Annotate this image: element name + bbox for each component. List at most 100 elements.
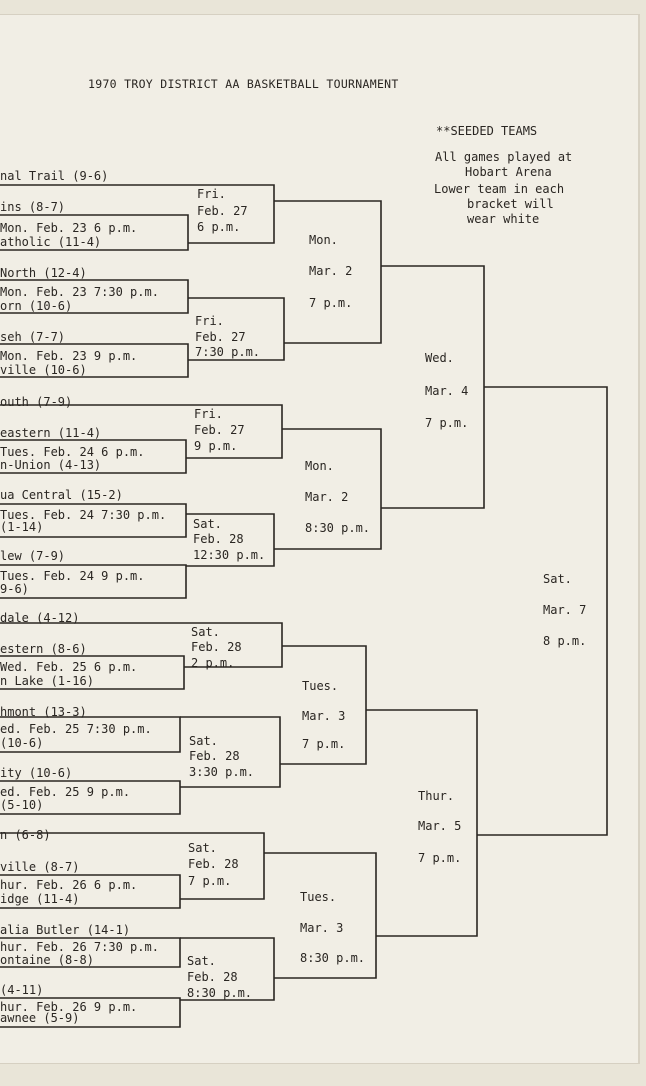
team-label: (1-14) (0, 520, 44, 534)
r3-game-date: Mar. 2 (305, 490, 349, 504)
r2-game-day: Sat. (188, 841, 217, 855)
r3-game-time: 8:30 p.m. (305, 521, 371, 535)
r2-game-date: Feb. 28 (187, 970, 238, 984)
r2-game-time: 7 p.m. (188, 874, 232, 888)
team-label: orn (10-6) (0, 299, 73, 313)
r2-box-2 (188, 297, 285, 361)
r1-box-5 (0, 503, 187, 538)
r3-box-1 (274, 200, 382, 344)
r1-game-time: Tues. Feb. 24 9 p.m. (0, 569, 145, 583)
team-label: ua Central (15-2) (0, 488, 123, 502)
r1-game-time: Mon. Feb. 23 9 p.m. (0, 349, 138, 363)
r2-box-4 (186, 513, 275, 567)
team-label: atholic (11-4) (0, 235, 102, 249)
r2-game-date: Feb. 28 (191, 640, 242, 654)
r2-game-time: 2 p.m. (191, 656, 235, 670)
r3-box-3 (280, 645, 367, 765)
team-label: ville (10-6) (0, 363, 87, 377)
r1-box-11 (0, 937, 181, 968)
r1-game-time: ed. Feb. 25 7:30 p.m. (0, 722, 152, 736)
r2-game-day: Fri. (194, 407, 223, 421)
r3-box-2 (274, 428, 382, 550)
r2-game-date: Feb. 28 (193, 532, 244, 546)
r2-game-date: Feb. 27 (194, 423, 245, 437)
r3-game-day: Mon. (305, 459, 334, 473)
r4-game-time: 7 p.m. (425, 416, 469, 430)
seeded-teams-note: **SEEDED TEAMS (436, 124, 538, 138)
r1-game-time: hur. Feb. 26 9 p.m. (0, 1000, 138, 1014)
r1-box-2 (0, 279, 189, 314)
r4-game-date: Mar. 4 (425, 384, 469, 398)
r1-game-time: hur. Feb. 26 6 p.m. (0, 878, 138, 892)
r4-game-time: 7 p.m. (418, 851, 462, 865)
team-label: ville (8-7) (0, 860, 80, 874)
paper-sheet (0, 14, 640, 1064)
team-label: North (12-4) (0, 266, 87, 280)
team-label: eastern (11-4) (0, 426, 102, 440)
r4-game-day: Thur. (418, 789, 455, 803)
r2-game-date: Feb. 27 (195, 330, 246, 344)
r3-game-date: Mar. 3 (300, 921, 344, 935)
r2-game-day: Sat. (191, 625, 220, 639)
r3-game-date: Mar. 3 (302, 709, 346, 723)
note-line-2: Hobart Arena (465, 165, 552, 179)
r1-box-8 (0, 716, 181, 753)
team-label: (5-10) (0, 798, 44, 812)
team-label: n (6-8) (0, 828, 51, 842)
r4-game-day: Wed. (425, 351, 454, 365)
team-label: dale (4-12) (0, 611, 80, 625)
final-game-time: 8 p.m. (543, 634, 587, 648)
team-label: (10-6) (0, 736, 44, 750)
r2-box-1 (0, 184, 275, 244)
note-line-3: Lower team in each (434, 182, 565, 196)
r2-game-time: 8:30 p.m. (187, 986, 253, 1000)
r2-game-time: 3:30 p.m. (189, 765, 255, 779)
team-label: (4-11) (0, 983, 44, 997)
r2-box-5 (0, 622, 283, 668)
r3-box-4 (264, 852, 377, 979)
r3-game-day: Tues. (302, 679, 339, 693)
r2-game-time: 6 p.m. (197, 220, 241, 234)
r1-box-9 (0, 780, 181, 815)
final-game-date: Mar. 7 (543, 603, 587, 617)
team-label: n Lake (1-16) (0, 674, 94, 688)
r1-box-1 (0, 214, 189, 251)
r2-box-6 (180, 716, 281, 788)
r1-game-time: Tues. Feb. 24 6 p.m. (0, 445, 145, 459)
final-box (477, 386, 608, 836)
r3-game-day: Tues. (300, 890, 337, 904)
r1-game-time: ed. Feb. 25 9 p.m. (0, 785, 131, 799)
r2-game-time: 7:30 p.m. (195, 345, 261, 359)
r3-game-date: Mar. 2 (309, 264, 353, 278)
note-line-1: All games played at (435, 150, 573, 164)
r2-game-time: 9 p.m. (194, 439, 238, 453)
note-line-4: bracket will (467, 197, 554, 211)
r4-game-date: Mar. 5 (418, 819, 462, 833)
page-title: 1970 TROY DISTRICT AA BASKETBALL TOURNAM… (88, 77, 399, 91)
r2-box-8 (180, 937, 275, 1001)
team-label: ity (10-6) (0, 766, 73, 780)
r1-box-10 (0, 874, 181, 909)
r1-game-time: hur. Feb. 26 7:30 p.m. (0, 940, 159, 954)
team-label: estern (8-6) (0, 642, 87, 656)
r3-game-time: 7 p.m. (309, 296, 353, 310)
r3-game-time: 8:30 p.m. (300, 951, 366, 965)
final-game-day: Sat. (543, 572, 572, 586)
r1-game-time: Mon. Feb. 23 6 p.m. (0, 221, 138, 235)
team-label: 9-6) (0, 582, 29, 596)
r2-game-date: Feb. 28 (189, 749, 240, 763)
r2-game-day: Sat. (189, 734, 218, 748)
r2-game-day: Sat. (187, 954, 216, 968)
team-label: hmont (13-3) (0, 705, 87, 719)
r1-game-time: Mon. Feb. 23 7:30 p.m. (0, 285, 159, 299)
team-label: nal Trail (9-6) (0, 169, 109, 183)
r1-box-12 (0, 997, 181, 1028)
r1-game-time: Tues. Feb. 24 7:30 p.m. (0, 508, 167, 522)
r2-game-day: Fri. (195, 314, 224, 328)
r2-box-7 (0, 832, 265, 900)
r3-game-time: 7 p.m. (302, 737, 346, 751)
team-label: lew (7-9) (0, 549, 66, 563)
team-label: awnee (5-9) (0, 1011, 80, 1025)
